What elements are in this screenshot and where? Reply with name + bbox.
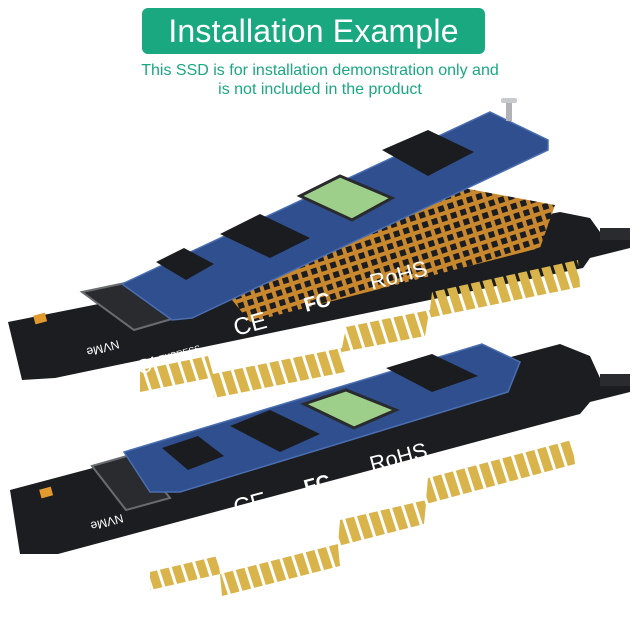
ssd-chip	[230, 410, 320, 452]
led-indicator	[39, 486, 54, 499]
controller-chip	[300, 388, 400, 430]
bracket-tab	[600, 228, 630, 240]
controller-chip	[296, 174, 396, 222]
bracket-tab	[600, 374, 630, 386]
adapter-card-with-heatsink: RoHS FC CE NVMe PCI EXPRESS Ver 3.0	[8, 98, 630, 398]
ssd-chip	[156, 248, 214, 280]
led-indicator	[33, 312, 48, 325]
m2-slot	[90, 452, 172, 512]
version-label: Ver 3.0	[240, 520, 277, 541]
ssd-chip	[386, 354, 478, 392]
pci-express-logo-top: PCI	[136, 531, 174, 561]
title-banner: Installation Example	[142, 8, 485, 54]
heatsink	[232, 180, 555, 322]
gold-contacts	[150, 440, 575, 596]
pci-express-logo-bottom: EXPRESS	[174, 519, 218, 540]
gold-contacts	[140, 260, 580, 398]
subtitle-line-1: This SSD is for installation demonstrati…	[141, 62, 499, 79]
ssd-chip	[382, 130, 474, 176]
ssd-chip	[162, 436, 224, 470]
page-title: Installation Example	[168, 12, 459, 49]
adapter-card-with-ssd: RoHS FC CE NVMe PCI EXPRESS Ver 3.0	[10, 343, 630, 596]
subtitle-line-2: is not included in the product	[218, 81, 422, 98]
version-label: Ver 3.0	[230, 340, 267, 361]
ssd-chip	[220, 214, 310, 258]
mounting-screw	[501, 98, 517, 121]
